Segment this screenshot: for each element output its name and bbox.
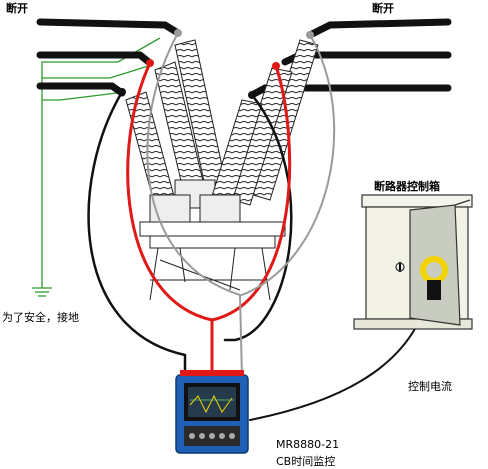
disconnect-right-label: 断开 [372, 2, 394, 15]
breaker-box-label: 断路器控制箱 [374, 180, 440, 193]
grounding-label: 为了安全，接地 [2, 311, 79, 324]
disconnect-left-label: 断开 [6, 2, 28, 15]
breaker-control-box [353, 194, 473, 330]
breaker-base [139, 221, 286, 301]
ground-symbol [32, 287, 52, 297]
right-insulators [199, 39, 319, 226]
clip-heads [118, 29, 314, 99]
test-leads [87, 32, 433, 421]
mr8880-device [175, 370, 249, 454]
model-label: MR8880-21 [276, 438, 340, 451]
ground-wires [41, 37, 161, 288]
control-current-label: 控制电流 [408, 380, 452, 393]
function-label: CB时间监控 [276, 455, 336, 468]
current-clamp [420, 256, 448, 300]
